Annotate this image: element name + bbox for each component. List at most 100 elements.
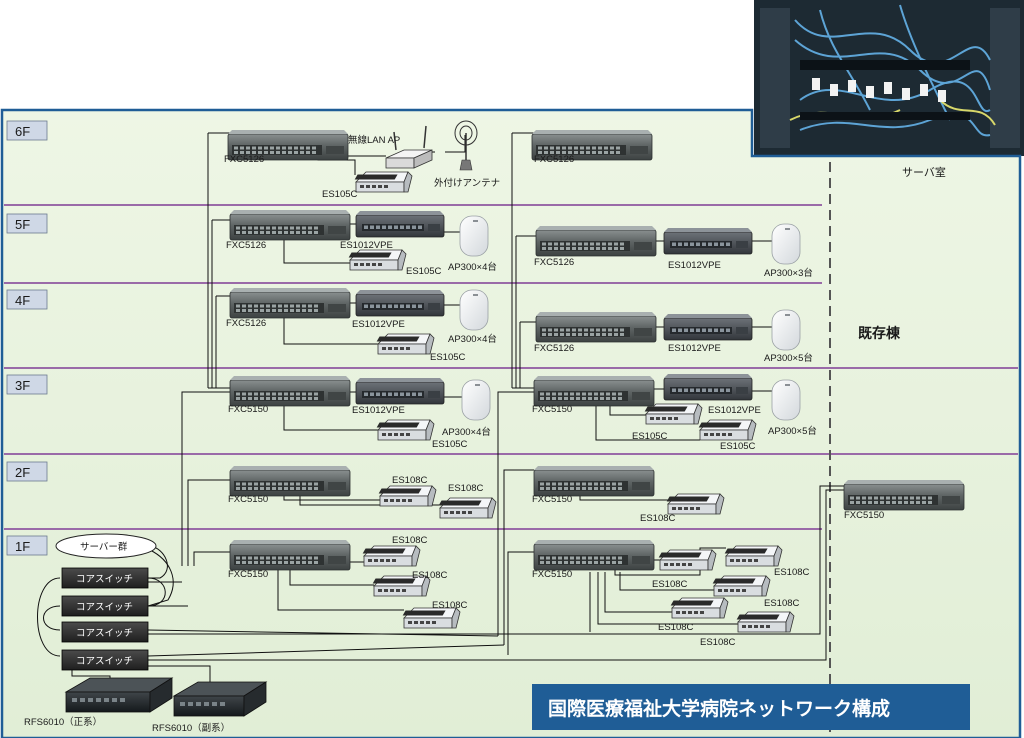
floor-label-2f: 2F bbox=[15, 465, 30, 480]
es108c-1f-c-label: ES108C bbox=[432, 600, 468, 611]
es105c-6f-label: ES105C bbox=[322, 189, 358, 200]
rfs6010-primary bbox=[64, 677, 174, 713]
es108c-1f-g bbox=[670, 597, 729, 619]
es1012vpe-5f-right-label: ES1012VPE bbox=[668, 260, 721, 271]
title-banner: 国際医療福祉大学病院ネットワーク構成 bbox=[532, 684, 970, 730]
server-rack-photo bbox=[754, 0, 1024, 156]
core-switch-3: コアスイッチ bbox=[61, 621, 149, 643]
core-switch-2: コアスイッチ bbox=[61, 595, 149, 617]
es108c-1f-g-label: ES108C bbox=[658, 622, 694, 633]
ap300-4f-left bbox=[459, 289, 489, 331]
core-switch-1: コアスイッチ bbox=[61, 567, 149, 589]
floor-separators bbox=[4, 204, 1018, 530]
fxc5150-1f-right bbox=[533, 539, 655, 571]
existing-building-label: 既存棟 bbox=[858, 325, 901, 342]
fxc5126-6f-left-label: FXC5126 bbox=[224, 154, 264, 165]
es108c-1f-e-label: ES108C bbox=[774, 567, 810, 578]
floor-tab-1f: 1F bbox=[6, 535, 48, 556]
server-room-label: サーバ室 bbox=[902, 165, 946, 179]
es105c-5f bbox=[348, 249, 407, 271]
es1012vpe-3f-left-label: ES1012VPE bbox=[352, 405, 405, 416]
es108c-1f-f bbox=[712, 575, 771, 597]
ap300-5f-right bbox=[771, 223, 801, 265]
ap300-5f-left bbox=[459, 215, 489, 257]
fxc5126-5f-left-label: FXC5126 bbox=[226, 240, 266, 251]
page-title: 国際医療福祉大学病院ネットワーク構成 bbox=[548, 697, 890, 720]
fxc5150-1f-right-label: FXC5150 bbox=[532, 569, 572, 580]
fxc5150-2f-left bbox=[229, 465, 351, 497]
floor-label-6f: 6F bbox=[15, 124, 30, 139]
wireless-ap-6f bbox=[385, 125, 433, 169]
ap300-3f-left bbox=[461, 379, 491, 421]
floor-label-1f: 1F bbox=[15, 539, 30, 554]
es108c-2f-right bbox=[666, 493, 725, 515]
fxc5150-existing bbox=[843, 479, 965, 511]
es105c-4f-label: ES105C bbox=[430, 352, 466, 363]
floor-label-4f: 4F bbox=[15, 293, 30, 308]
fxc5150-3f-right bbox=[533, 375, 655, 407]
es108c-1f-d bbox=[658, 549, 717, 571]
floor-tab-3f: 3F bbox=[6, 374, 48, 395]
fxc5150-2f-right-label: FXC5150 bbox=[532, 494, 572, 505]
wireless-ap-label: 無線LAN AP bbox=[348, 134, 400, 146]
fxc5150-existing-label: FXC5150 bbox=[844, 510, 884, 521]
ap300-4f-left-label: AP300×4台 bbox=[448, 333, 497, 345]
network-wires bbox=[37, 132, 844, 690]
es1012vpe-5f-right bbox=[663, 227, 753, 255]
server-group: サーバー群 bbox=[55, 533, 157, 559]
es108c-2f-a bbox=[378, 485, 437, 507]
es108c-1f-c bbox=[402, 607, 461, 629]
fxc5126-4f-right-label: FXC5126 bbox=[534, 343, 574, 354]
core-switch-3-label: コアスイッチ bbox=[76, 628, 133, 639]
es105c-4f bbox=[376, 333, 435, 355]
es108c-2f-b bbox=[438, 497, 497, 519]
es1012vpe-4f-right bbox=[663, 313, 753, 341]
floor-label-3f: 3F bbox=[15, 378, 30, 393]
es108c-1f-h-label: ES108C bbox=[700, 637, 736, 648]
core-switch-2-label: コアスイッチ bbox=[76, 602, 133, 613]
fxc5150-1f-left-label: FXC5150 bbox=[228, 569, 268, 580]
floor-label-5f: 5F bbox=[15, 217, 30, 232]
core-switch-4: コアスイッチ bbox=[61, 649, 149, 671]
rfs6010-secondary-label: RFS6010（副系） bbox=[152, 722, 230, 734]
es1012vpe-5f-left-label: ES1012VPE bbox=[340, 240, 393, 251]
es108c-1f-b-label: ES108C bbox=[412, 570, 448, 581]
es108c-1f-h bbox=[736, 611, 795, 633]
es108c-1f-e bbox=[724, 545, 783, 567]
es105c-3f-right-b bbox=[698, 419, 757, 441]
fxc5150-3f-left-label: FXC5150 bbox=[228, 404, 268, 415]
es1012vpe-5f-left bbox=[355, 210, 445, 238]
ap300-3f-left-label: AP300×4台 bbox=[442, 426, 491, 438]
fxc5126-4f-left-label: FXC5126 bbox=[226, 318, 266, 329]
floor-tab-5f: 5F bbox=[6, 213, 48, 234]
es105c-3f-right-a-label: ES105C bbox=[632, 431, 668, 442]
fxc5150-3f-left bbox=[229, 375, 351, 407]
server-group-label: サーバー群 bbox=[80, 541, 128, 553]
es105c-3f-right-b-label: ES105C bbox=[720, 441, 756, 452]
core-switch-1-label: コアスイッチ bbox=[76, 574, 133, 585]
fxc5126-5f-left bbox=[229, 209, 351, 241]
es105c-6f bbox=[354, 171, 413, 193]
ap300-4f-right bbox=[771, 309, 801, 351]
external-antenna-icon bbox=[454, 120, 478, 171]
es1012vpe-4f-right-label: ES1012VPE bbox=[668, 343, 721, 354]
es105c-3f-right-a bbox=[644, 403, 703, 425]
fxc5126-5f-right bbox=[535, 225, 657, 257]
fxc5126-6f-right-label: FXC5126 bbox=[534, 154, 574, 165]
floor-tab-2f: 2F bbox=[6, 461, 48, 482]
floor-tab-4f: 4F bbox=[6, 289, 48, 310]
ap300-3f-right bbox=[771, 379, 801, 421]
es108c-1f-a bbox=[362, 545, 421, 567]
ap300-3f-right-label: AP300×5台 bbox=[768, 425, 817, 437]
floor-tab-6f: 6F bbox=[6, 120, 48, 141]
es108c-1f-a-label: ES108C bbox=[392, 535, 428, 546]
es1012vpe-3f-left bbox=[355, 377, 445, 405]
rfs6010-primary-label: RFS6010（正系） bbox=[24, 716, 102, 728]
es108c-2f-b-label: ES108C bbox=[448, 483, 484, 494]
fxc5150-2f-right bbox=[533, 465, 655, 497]
fxc5150-2f-left-label: FXC5150 bbox=[228, 494, 268, 505]
es1012vpe-4f-left bbox=[355, 289, 445, 317]
fxc5150-3f-right-label: FXC5150 bbox=[532, 404, 572, 415]
es108c-1f-f-label: ES108C bbox=[764, 598, 800, 609]
es108c-2f-right-label: ES108C bbox=[640, 513, 676, 524]
